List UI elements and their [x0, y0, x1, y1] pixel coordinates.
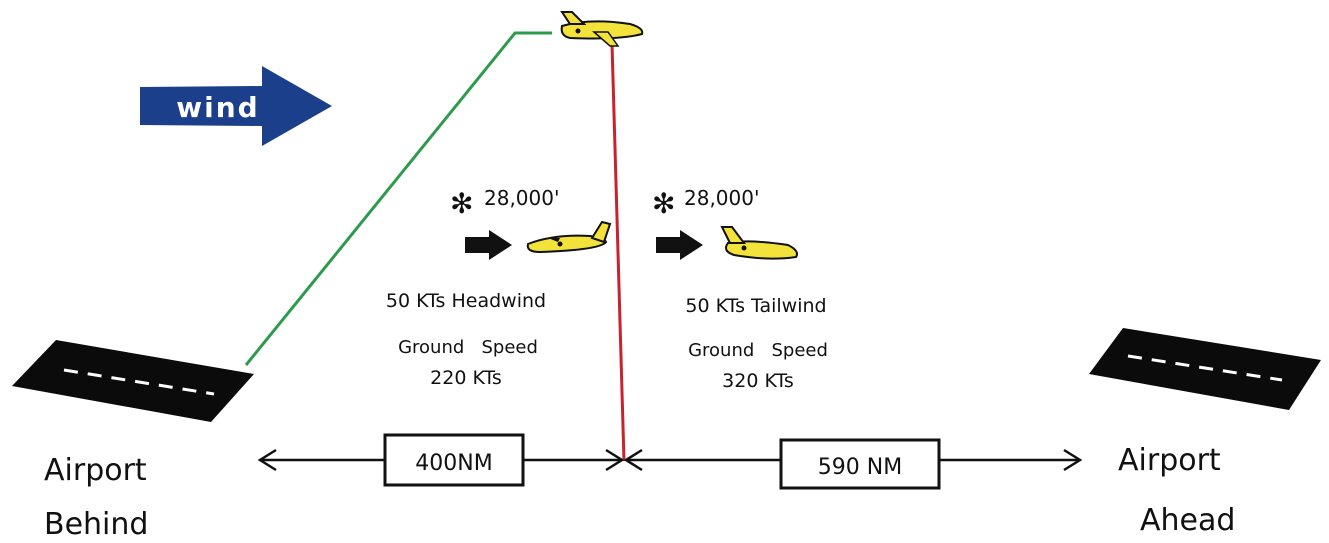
top-plane-icon — [560, 11, 644, 47]
tailwind-altitude-label: 28,000' — [684, 186, 759, 210]
headwind-direction-arrow-icon — [465, 230, 512, 260]
headwind-altitude-marker: ✻ — [450, 187, 473, 220]
headwind-ground-speed-value: 220 KTs — [430, 367, 502, 389]
airport-behind-line1: Airport — [44, 453, 147, 488]
distance-behind-label: 400NM — [415, 451, 492, 476]
distance-arrow-right — [623, 448, 1083, 472]
airport-behind-line2: Behind — [44, 507, 148, 542]
headwind-wind-text: 50 KTs Headwind — [386, 290, 546, 312]
distance-arrow-left — [257, 448, 625, 472]
tailwind-ground-speed-value: 320 KTs — [722, 370, 794, 392]
wind-arrow-shape — [140, 66, 332, 146]
tailwind-wind-text: 50 KTs Tailwind — [685, 295, 826, 317]
runway-behind-icon — [12, 340, 254, 422]
headwind-group: ✻ 28,000' 50 KTs Headwind Ground Speed 2… — [386, 186, 612, 389]
climb-path-line — [244, 31, 552, 366]
tailwind-ground-speed-label: Ground Speed — [688, 340, 828, 361]
tailwind-group: ✻ 28,000' 50 KTs Tailwind Ground Speed 3… — [652, 186, 828, 392]
headwind-plane-icon — [526, 220, 612, 254]
equal-time-point-line — [610, 43, 626, 462]
tailwind-plane-icon — [720, 226, 798, 260]
headwind-altitude-label: 28,000' — [484, 186, 559, 210]
distance-box-ahead: 590 NM — [779, 438, 941, 490]
wind-arrow: wind — [140, 66, 332, 146]
distance-box-behind: 400NM — [383, 433, 525, 487]
tailwind-altitude-marker: ✻ — [652, 187, 675, 220]
tailwind-direction-arrow-icon — [656, 230, 703, 260]
wind-label: wind — [176, 91, 259, 124]
distance-ahead-label: 590 NM — [818, 455, 902, 480]
airport-ahead-line2: Ahead — [1140, 503, 1235, 538]
airport-ahead-line1: Airport — [1118, 443, 1221, 478]
runway-ahead-icon — [1089, 328, 1321, 410]
headwind-ground-speed-label: Ground Speed — [398, 337, 538, 358]
